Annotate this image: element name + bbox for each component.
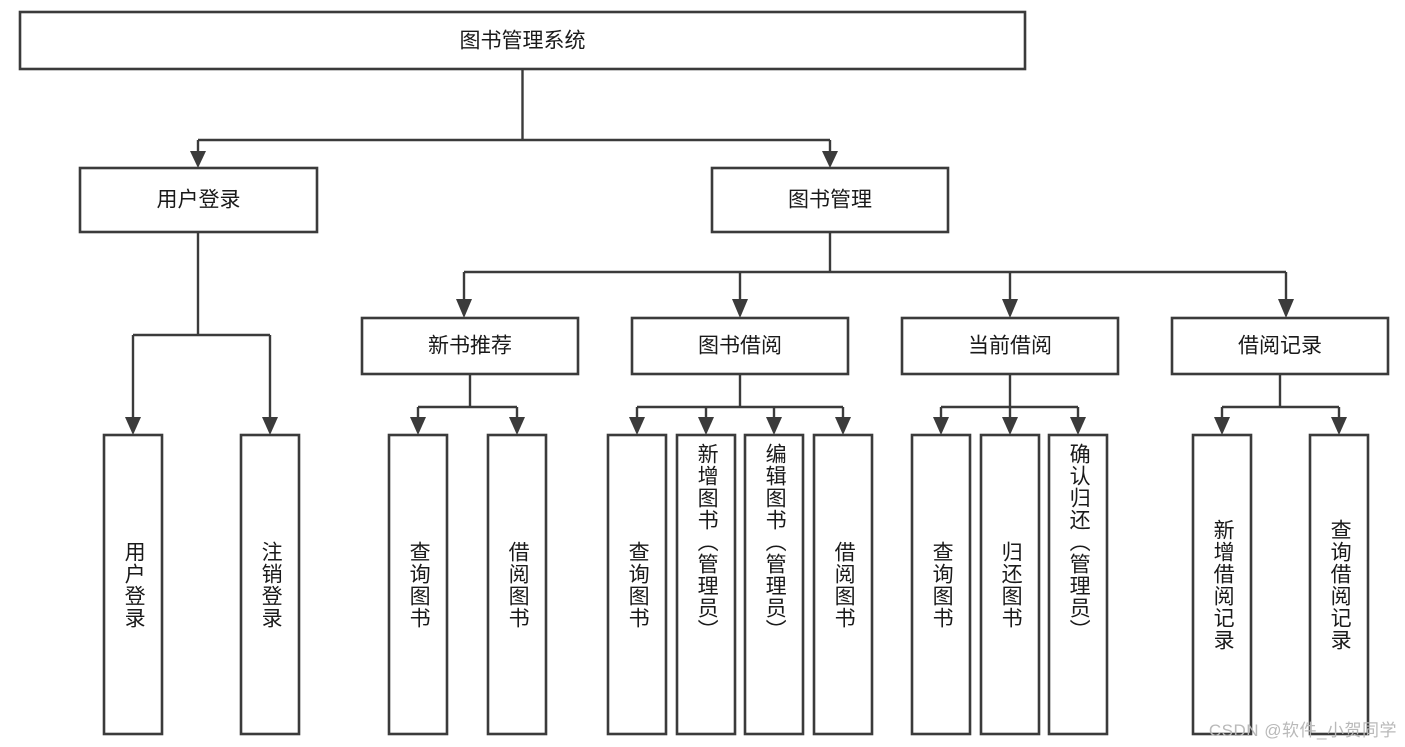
- node-current-borrow[interactable]: 当前借阅: [900, 316, 1120, 376]
- node-user-login[interactable]: 用户登录: [78, 166, 319, 234]
- arrow-head-user-login: [190, 151, 206, 168]
- arrow-head-book-borrow: [732, 299, 748, 318]
- node-book-borrow[interactable]: 图书借阅: [630, 316, 850, 376]
- arrow-head-leaf-borrow-book-2: [835, 417, 851, 435]
- node-current-borrow-label: 当前借阅: [968, 335, 1052, 358]
- node-new-book-recommend[interactable]: 新书推荐: [360, 316, 580, 376]
- leaf-box-borrow-book-1[interactable]: [486, 433, 548, 736]
- arrow-head-leaf-query-book-3: [933, 417, 949, 435]
- node-user-login-box[interactable]: [78, 166, 319, 234]
- node-book-management[interactable]: 图书管理: [710, 166, 950, 234]
- leaf-box-user-login[interactable]: [102, 433, 164, 736]
- arrow-head-borrow-record: [1278, 299, 1294, 318]
- leaf-box-edit-book[interactable]: [743, 433, 805, 736]
- node-root-label: 图书管理系统: [460, 30, 586, 53]
- arrow-head-book-management: [822, 151, 838, 168]
- leaf-box-borrow-book-2[interactable]: [812, 433, 874, 736]
- leaf-box-query-record[interactable]: [1308, 433, 1370, 736]
- node-book-borrow-label: 图书借阅: [698, 335, 782, 358]
- node-root[interactable]: 图书管理系统: [18, 10, 1027, 71]
- node-current-borrow-box[interactable]: [900, 316, 1120, 376]
- node-book-management-label: 图书管理: [788, 189, 872, 212]
- arrow-head-leaf-user-login: [125, 417, 141, 435]
- arrow-head-leaf-query-book-1: [410, 417, 426, 435]
- arrow-head-current-borrow: [1002, 299, 1018, 318]
- arrow-head-leaf-borrow-book-1: [509, 417, 525, 435]
- leaf-box-add-book[interactable]: [675, 433, 737, 736]
- arrow-head-leaf-user-logout: [262, 417, 278, 435]
- leaf-box-query-book-1[interactable]: [387, 433, 449, 736]
- arrow-head-leaf-query-book-2: [629, 417, 645, 435]
- node-new-book-recommend-label: 新书推荐: [428, 335, 512, 358]
- node-book-borrow-box[interactable]: [630, 316, 850, 376]
- leaf-box-query-book-3[interactable]: [910, 433, 972, 736]
- node-borrow-record[interactable]: 借阅记录: [1170, 316, 1390, 376]
- leaf-box-query-book-2[interactable]: [606, 433, 668, 736]
- watermark-text: CSDN @软件_小贺同学: [1208, 721, 1397, 740]
- connector-layer: [125, 69, 1347, 435]
- leaf-box-return-book[interactable]: [979, 433, 1041, 736]
- arrow-head-leaf-confirm-return: [1070, 417, 1086, 435]
- node-root-box[interactable]: [18, 10, 1027, 71]
- arrow-head-new-book-recommend: [456, 299, 472, 318]
- leaf-layer: [102, 433, 1370, 736]
- node-user-login-label: 用户登录: [157, 189, 241, 212]
- arrow-head-leaf-add-record: [1214, 417, 1230, 435]
- node-new-book-recommend-box[interactable]: [360, 316, 580, 376]
- leaf-box-confirm-return[interactable]: [1047, 433, 1109, 736]
- arrow-head-leaf-query-record: [1331, 417, 1347, 435]
- node-borrow-record-label: 借阅记录: [1238, 335, 1322, 358]
- leaf-box-user-logout[interactable]: [239, 433, 301, 736]
- arrow-head-leaf-return-book: [1002, 417, 1018, 435]
- leaf-box-add-record[interactable]: [1191, 433, 1253, 736]
- node-book-management-box[interactable]: [710, 166, 950, 234]
- node-borrow-record-box[interactable]: [1170, 316, 1390, 376]
- arrow-head-leaf-add-book: [698, 417, 714, 435]
- arrow-head-leaf-edit-book: [766, 417, 782, 435]
